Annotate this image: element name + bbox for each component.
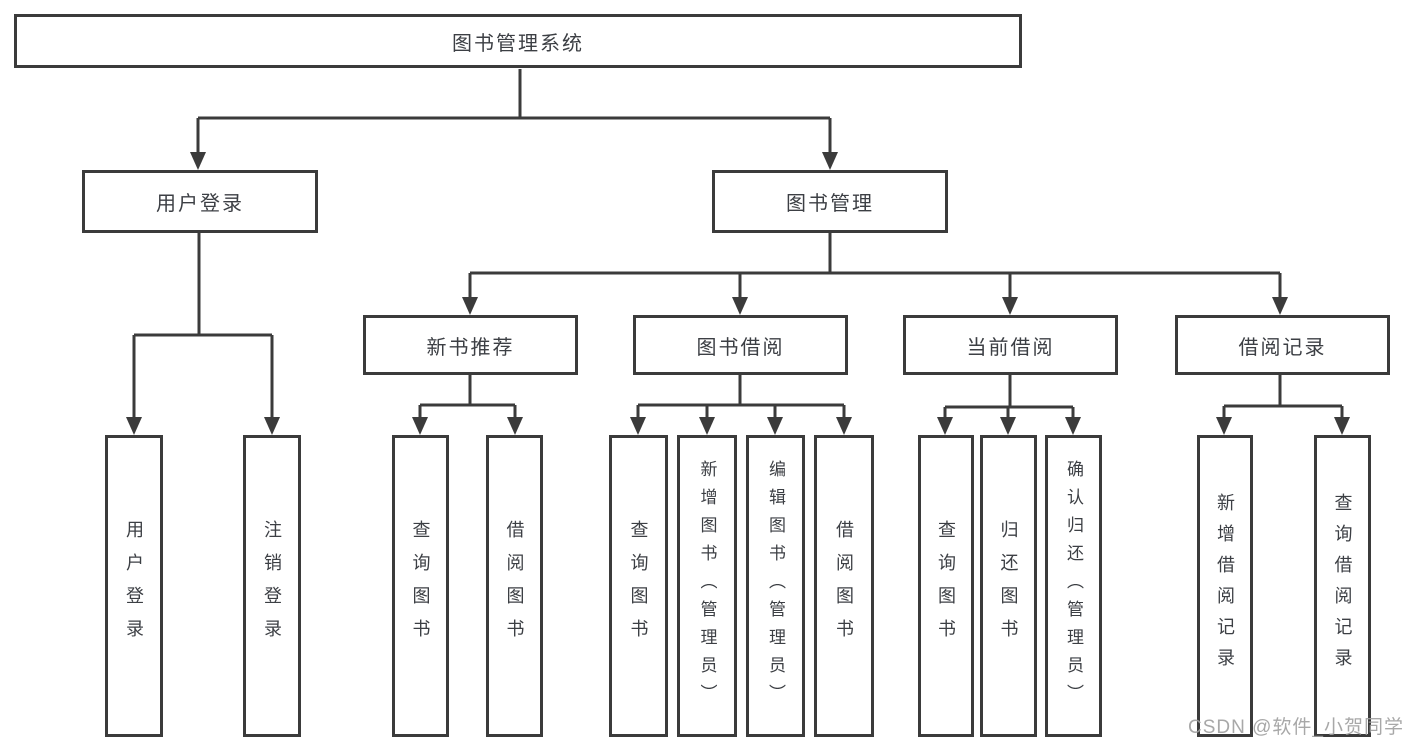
- leaf-borrow-books-recommend: 借阅图书: [486, 435, 543, 737]
- leaf-user-login: 用户登录: [105, 435, 163, 737]
- leaf-add-books-admin: 新增图书（管理员）: [677, 435, 737, 737]
- leaf-query-books-current: 查询图书: [918, 435, 974, 737]
- csdn-watermark: CSDN @软件_小贺同学: [1188, 717, 1404, 738]
- leaf-logout: 注销登录: [243, 435, 301, 737]
- node-library-system: 图书管理系统: [14, 14, 1022, 68]
- leaf-return-books: 归还图书: [980, 435, 1037, 737]
- leaf-borrow-books: 借阅图书: [814, 435, 874, 737]
- leaf-return-books-label: 归还图书: [998, 520, 1019, 652]
- node-borrow-records: 借阅记录: [1175, 315, 1390, 375]
- leaf-query-borrow-record: 查询借阅记录: [1314, 435, 1371, 737]
- leaf-query-books-borrow: 查询图书: [609, 435, 668, 737]
- node-current-borrow-label: 当前借阅: [966, 336, 1055, 359]
- arrowhead-icons: [126, 152, 1350, 435]
- leaf-query-books-recommend: 查询图书: [392, 435, 449, 737]
- leaf-borrow-books-label: 借阅图书: [834, 520, 854, 652]
- leaf-add-borrow-record: 新增借阅记录: [1197, 435, 1253, 737]
- node-book-borrow: 图书借阅: [633, 315, 848, 375]
- leaf-edit-books-admin: 编辑图书（管理员）: [746, 435, 805, 737]
- leaf-query-books-recommend-label: 查询图书: [410, 520, 431, 652]
- node-current-borrow: 当前借阅: [903, 315, 1118, 375]
- node-user-login: 用户登录: [82, 170, 318, 233]
- node-library-system-label: 图书管理系统: [452, 32, 584, 55]
- node-new-book-recommend-label: 新书推荐: [426, 336, 515, 359]
- leaf-query-books-borrow-label: 查询图书: [628, 520, 649, 652]
- leaf-confirm-return-admin: 确认归还（管理员）: [1045, 435, 1102, 737]
- leaf-logout-label: 注销登录: [262, 520, 282, 652]
- leaf-query-books-current-label: 查询图书: [936, 520, 956, 652]
- node-user-login-label: 用户登录: [156, 193, 244, 215]
- leaf-add-borrow-record-label: 新增借阅记录: [1215, 493, 1235, 679]
- node-book-management-label: 图书管理: [786, 193, 874, 215]
- leaf-user-login-label: 用户登录: [124, 520, 144, 652]
- node-book-borrow-label: 图书借阅: [696, 336, 785, 359]
- node-borrow-records-label: 借阅记录: [1238, 336, 1327, 359]
- leaf-edit-books-admin-label: 编辑图书（管理员）: [766, 460, 785, 712]
- node-new-book-recommend: 新书推荐: [363, 315, 578, 375]
- leaf-confirm-return-admin-label: 确认归还（管理员）: [1064, 460, 1083, 712]
- tree-branch-lines: [132, 69, 1344, 419]
- node-book-management: 图书管理: [712, 170, 948, 233]
- leaf-query-borrow-record-label: 查询借阅记录: [1332, 493, 1353, 679]
- leaf-add-books-admin-label: 新增图书（管理员）: [697, 460, 717, 712]
- leaf-borrow-books-recommend-label: 借阅图书: [504, 520, 525, 652]
